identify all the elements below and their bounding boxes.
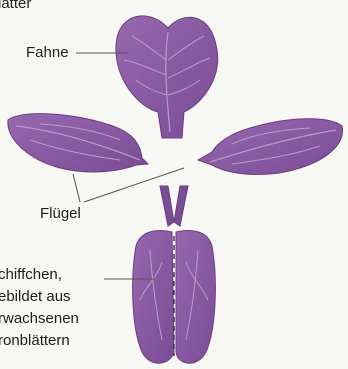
schiffchen-label-line-4: ronblättern bbox=[0, 332, 70, 350]
schiffchen-label-line-1: chiffchen, bbox=[0, 266, 62, 284]
fluegel-left-petal bbox=[8, 114, 148, 172]
schiffchen-label-line-2: ebildet aus bbox=[0, 288, 71, 306]
fluegel-label: Flügel bbox=[40, 205, 81, 223]
schiffchen-label-line-3: rwachsenen bbox=[0, 310, 79, 328]
schiffchen-petal bbox=[133, 186, 216, 363]
fluegel-right-petal bbox=[198, 119, 343, 175]
top-partial-label: lätter bbox=[0, 0, 31, 13]
fahne-label: Fahne bbox=[26, 44, 69, 62]
fluegel-left-leader-line bbox=[73, 174, 80, 202]
fahne-petal bbox=[116, 16, 218, 138]
